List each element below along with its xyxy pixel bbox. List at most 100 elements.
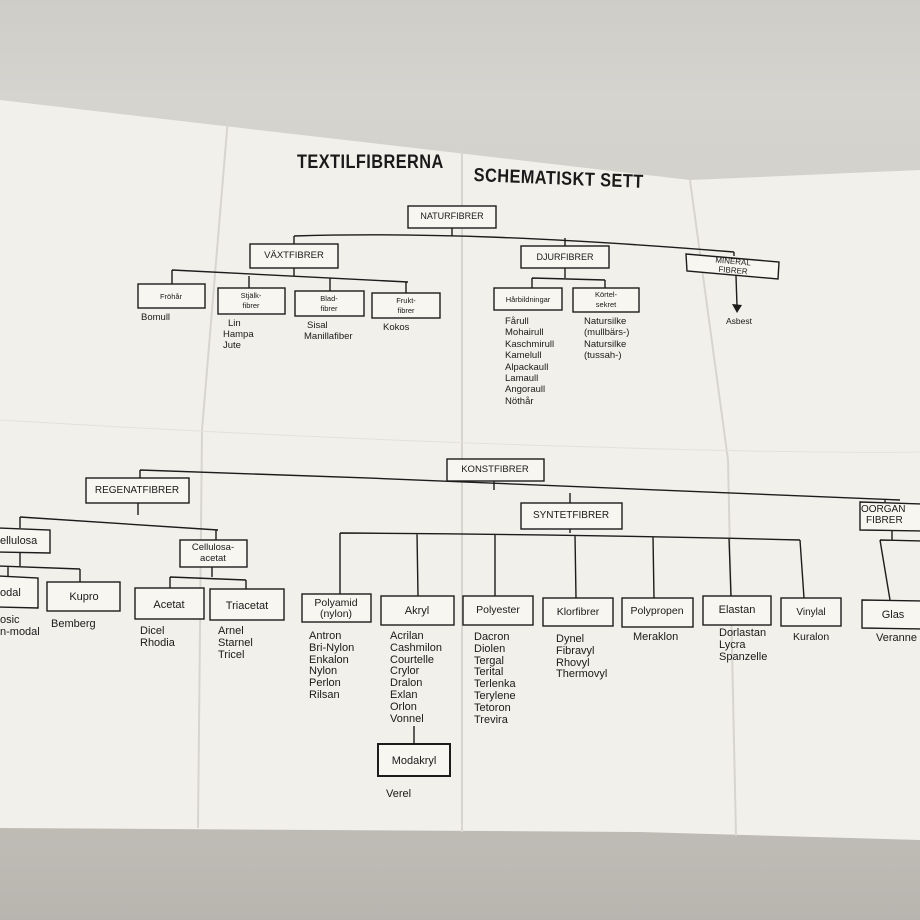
vaxtfibrer-box	[249, 243, 339, 269]
elastan-list: Dorlastan Lycra Spanzelle	[719, 627, 767, 663]
harbildningar-item: Angoraull	[505, 384, 546, 396]
harbildningar-item: Kamelull	[505, 350, 542, 362]
frukt-item: Kokos	[383, 322, 410, 333]
modal-box	[0, 575, 39, 609]
polyamid-label-1: Polyamid	[314, 597, 358, 609]
kupro-item: Bemberg	[51, 618, 96, 630]
klor-item: Thermovyl	[556, 668, 608, 681]
djurfibrer-label: DJURFIBRER	[536, 252, 594, 262]
mineral-item: Asbest	[726, 316, 752, 326]
acetat-label: Acetat	[153, 599, 185, 611]
modakryl-box	[377, 743, 451, 777]
glas-item: Veranne	[876, 632, 917, 644]
syntetfibrer-box	[520, 502, 623, 530]
harbildningar-item: Nöthår	[505, 395, 534, 407]
polyamid-list: Antron Bri-Nylon Enkalon Nylon Perlon Ri…	[309, 630, 354, 702]
polyester-item: Dacron	[474, 631, 510, 643]
triacetat-label: Triacetat	[225, 600, 269, 612]
triacetat-box	[209, 588, 285, 621]
acetat-item: Rhodia	[140, 636, 175, 649]
kortel-box	[572, 287, 640, 313]
polyester-item: Trevira	[474, 713, 508, 726]
kupro-box	[46, 581, 121, 612]
triacetat-item: Arnel	[218, 625, 244, 637]
frukt-box	[371, 292, 441, 319]
polyester-item: Terylene	[474, 689, 516, 702]
triacetat-item: Starnel	[218, 636, 253, 649]
stjalk-box	[217, 287, 286, 315]
elastan-item: Lycra	[719, 638, 746, 651]
blad-label-2: fibrer	[320, 304, 338, 313]
konstfibrer-box	[446, 458, 545, 482]
glas-box	[861, 599, 920, 630]
oorgan-label-2: FIBRER	[866, 515, 903, 526]
kortel-item: Natursilke	[584, 316, 627, 327]
stjalk-label-2: fibrer	[242, 301, 260, 310]
acetat-list: Dicel Rhodia	[140, 625, 175, 650]
blad-item: Sisal	[307, 320, 328, 331]
klor-item: Rhovyl	[556, 656, 590, 669]
modakryl-label: Modakryl	[391, 755, 437, 767]
harbildningar-item: Fårull	[505, 316, 529, 327]
polyamid-label-2: (nylon)	[319, 608, 353, 620]
harbildningar-label: Hårbildningar	[505, 295, 551, 304]
acetat-box	[134, 587, 205, 620]
polyester-item: Terlenka	[474, 678, 516, 691]
polyester-list: Dacron Diolen Tergal Terital Terlenka Te…	[474, 631, 516, 726]
stjalk-item: Hampa	[223, 329, 254, 340]
polyamid-item: Nylon	[309, 665, 338, 678]
kortel-item: Natursilke	[584, 338, 627, 350]
blad-item: Manillafiber	[304, 331, 353, 342]
polyamid-item: Rilsan	[309, 688, 340, 701]
vaxtfibrer-label: VÄXTFIBRER	[264, 250, 324, 261]
elastan-item: Dorlastan	[719, 627, 767, 639]
kupro-label: Kupro	[69, 591, 99, 603]
cellacetat-box	[179, 539, 248, 568]
klor-box	[542, 597, 614, 627]
blad-label-1: Blad-	[320, 294, 338, 303]
blad-box	[294, 290, 365, 317]
klor-item: Dynel	[556, 633, 585, 645]
mineral-box	[685, 253, 780, 280]
modal-label: odal	[0, 587, 21, 599]
cellacetat-label-1: Cellulosa-	[191, 542, 235, 553]
klor-item: Fibravyl	[556, 644, 595, 657]
regenatfibrer-label: REGENATFIBRER	[94, 485, 180, 496]
kortel-item: (mullbärs-)	[584, 327, 630, 339]
triacetat-item: Tricel	[218, 648, 245, 661]
vinylal-box	[780, 597, 842, 627]
vinylal-label: Vinylal	[796, 607, 826, 618]
frukt-label-2: fibrer	[397, 306, 415, 315]
kortel-label-1: Körtel-	[594, 290, 618, 299]
polyester-item: Terital	[474, 666, 504, 679]
stjalk-label-1: Stjälk-	[240, 291, 262, 300]
harbildningar-list: Fårull Mohairull Kaschmirull Kamelull Al…	[505, 316, 554, 407]
akryl-list: Acrilan Cashmilon Courtelle Crylor Dralo…	[390, 630, 442, 725]
polyamid-box	[301, 593, 372, 623]
modal-item: n-modal	[0, 626, 40, 638]
polypropen-label: Polypropen	[630, 605, 684, 617]
vinylal-item: Kuralon	[793, 631, 830, 643]
polyamid-item: Antron	[309, 630, 342, 642]
kortel-label-2: sekret	[595, 300, 617, 309]
modal-item: osic	[0, 614, 20, 626]
frohar-item: Bomull	[141, 312, 171, 323]
harbildningar-item: Lamaull	[505, 373, 539, 385]
modakryl-item: Verel	[386, 788, 412, 800]
frohar-box	[137, 283, 206, 309]
oorgan-box	[859, 501, 920, 532]
elastan-label: Elastan	[718, 604, 756, 616]
cellacetat-label-2: acetat	[200, 553, 226, 564]
syntetfibrer-label: SYNTETFIBRER	[532, 510, 610, 521]
cellulosa-label: ellulosa	[0, 535, 38, 547]
kortel-item: (tussah-)	[584, 350, 622, 362]
triacetat-list: Arnel Starnel Tricel	[218, 625, 253, 661]
akryl-item: Acrilan	[390, 630, 424, 642]
elastan-box	[702, 595, 772, 626]
polyamid-item: Perlon	[309, 677, 341, 690]
konstfibrer-label: KONSTFIBRER	[461, 464, 529, 475]
akryl-item: Vonnel	[390, 712, 424, 725]
frohar-label: Fröhår	[159, 292, 183, 301]
